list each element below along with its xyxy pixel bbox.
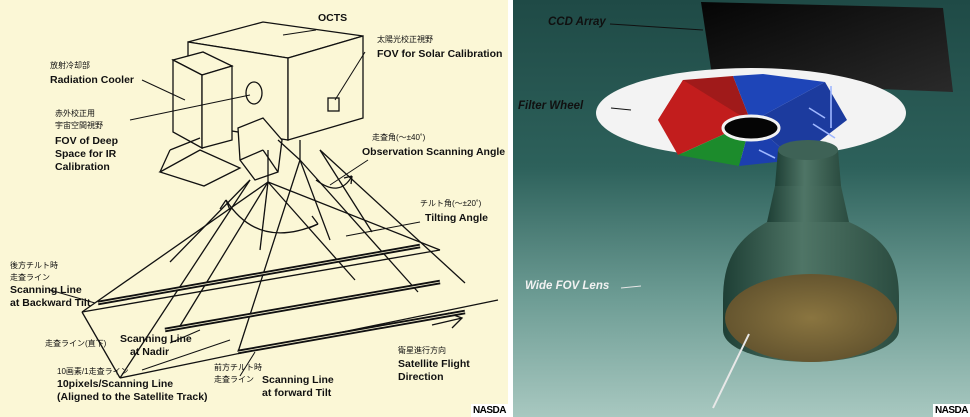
label-deep-en-3: Calibration: [55, 161, 110, 173]
label-pix-en-1: 10pixels/Scanning Line: [57, 378, 174, 390]
sensor-box-side: [287, 35, 364, 141]
label-dir-en-1: Satellite Flight: [398, 358, 470, 370]
filter-blue-3: [733, 74, 825, 122]
filter-blue-2: [751, 82, 847, 160]
label-pix-jp: 10画素/1走査ライン: [57, 367, 129, 376]
radiation-cooler-side: [201, 65, 233, 149]
label-filter-wheel: Filter Wheel: [518, 100, 584, 112]
solar-calibration-window: [327, 97, 340, 112]
light-ray: [712, 333, 750, 409]
label-deep-en-1: FOV of Deep: [55, 135, 119, 147]
label-nadir-en-1: Scanning Line: [120, 333, 192, 345]
label-tilt-jp: チルト角(～±20˚): [420, 199, 482, 208]
label-dir-jp: 衛星進行方向: [398, 346, 446, 355]
label-back-jp-1: 後方チルト時: [10, 261, 58, 270]
label-nadir-en-2: at Nadir: [130, 346, 170, 358]
radiation-cooler-front: [172, 58, 203, 150]
label-fwd-jp-2: 走査ライン: [214, 375, 254, 384]
label-fwd-jp-1: 前方チルト時: [214, 363, 262, 372]
filter-red-2: [658, 80, 751, 155]
label-cooler-jp: 放射冷却部: [50, 61, 90, 70]
label-deep-en-2: Space for IR: [55, 148, 117, 160]
label-obs-en: Observation Scanning Angle: [362, 146, 506, 158]
lens-front-glass: [725, 274, 897, 362]
label-cooler-en: Radiation Cooler: [50, 74, 135, 86]
label-dir-en-2: Direction: [398, 371, 444, 383]
cooler-wedge: [158, 149, 242, 187]
filter-wheel-hole: [721, 114, 781, 142]
label-fwd-en-1: Scanning Line: [262, 374, 334, 386]
nasda-logo-left: NASDA: [470, 404, 508, 417]
lens-barrel-upper: [775, 150, 841, 186]
label-ccd-array: CCD Array: [548, 16, 606, 28]
label-back-jp-2: 走査ライン: [10, 273, 50, 282]
label-tilt-en: Tilting Angle: [425, 212, 488, 224]
camera-illustration: CCD Array Filter Wheel Wide FOV Lens NAS…: [513, 0, 970, 417]
octs-scanning-diagram: OCTS 太陽光校正視野 FOV for Solar Calibration 放…: [0, 0, 508, 417]
label-pix-en-2: (Aligned to the Satellite Track): [57, 391, 208, 403]
label-back-en-1: Scanning Line: [10, 284, 82, 296]
label-fwd-en-2: at forward Tilt: [262, 387, 332, 399]
label-solar-jp: 太陽光校正視野: [377, 35, 433, 44]
label-deep-jp-2: 宇宙空間視野: [55, 121, 103, 130]
camera-drawing: [596, 2, 953, 409]
label-wide-fov-lens: Wide FOV Lens: [525, 280, 610, 292]
octs-drawing: [49, 21, 499, 379]
label-octs: OCTS: [318, 12, 348, 24]
label-deep-jp-1: 赤外校正用: [55, 109, 95, 118]
label-solar-en: FOV for Solar Calibration: [377, 48, 503, 60]
label-obs-jp: 走査角(～±40˚): [372, 133, 426, 142]
nasda-logo-right: NASDA: [932, 404, 970, 417]
label-nadir-jp: 走査ライン(直下): [45, 339, 107, 348]
deep-space-port: [245, 81, 263, 105]
label-back-en-2: at Backward Tilt: [10, 297, 91, 309]
lens-barrel-mid: [767, 186, 849, 222]
